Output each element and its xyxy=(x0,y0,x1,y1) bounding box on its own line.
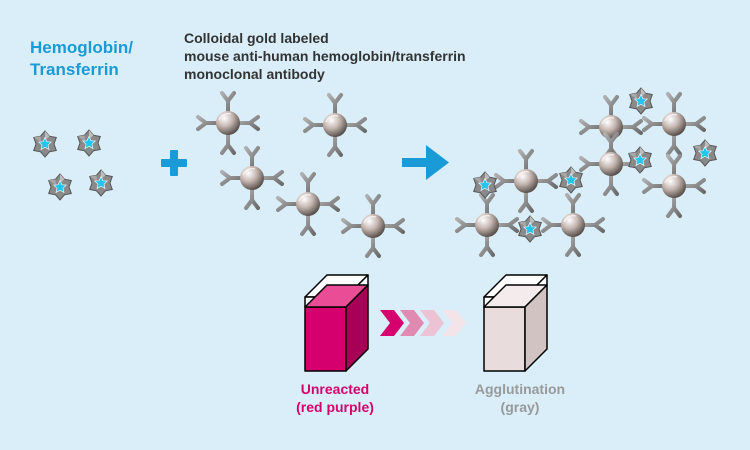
plus-icon xyxy=(161,150,187,176)
gold-antibody-icon xyxy=(341,194,405,258)
unreacted-label: Unreacted (red purple) xyxy=(274,380,396,416)
antibody-label: Colloidal gold labeled mouse anti-human … xyxy=(184,29,466,83)
antigen-star-icon xyxy=(48,173,72,201)
agglutination-label: Agglutination (gray) xyxy=(450,380,590,416)
antigen-star-icon xyxy=(33,130,57,158)
analyte-label-line1: Hemoglobin/ xyxy=(30,38,133,57)
antibody-label-line2: mouse anti-human hemoglobin/transferrin xyxy=(184,48,466,64)
unreacted-label-line2: (red purple) xyxy=(296,399,374,415)
analyte-label: Hemoglobin/ Transferrin xyxy=(30,37,133,81)
antigen-star-icon xyxy=(89,169,113,197)
unreacted-label-line1: Unreacted xyxy=(300,381,370,397)
gold-antibody-icon xyxy=(303,93,367,157)
gold-antibody-icon xyxy=(276,172,340,236)
antibody-label-line1: Colloidal gold labeled xyxy=(184,30,329,46)
analyte-label-line2: Transferrin xyxy=(30,60,119,79)
gold-antibody-icon xyxy=(196,91,260,155)
progress-chevrons-icon xyxy=(380,310,466,336)
antigen-star-icon xyxy=(77,129,101,157)
agglutination-label-line1: Agglutination xyxy=(474,381,566,397)
agglutinate-complex-1 xyxy=(455,149,605,257)
cuvette-agglutination-icon xyxy=(483,274,548,372)
agglutination-label-line2: (gray) xyxy=(500,399,540,415)
reaction-arrow-icon xyxy=(402,145,449,180)
gold-antibody-icon xyxy=(220,146,284,210)
cuvette-unreacted-icon xyxy=(304,274,369,372)
antibody-label-line3: monoclonal antibody xyxy=(184,66,325,82)
agglutinate-complex-2 xyxy=(579,87,717,218)
